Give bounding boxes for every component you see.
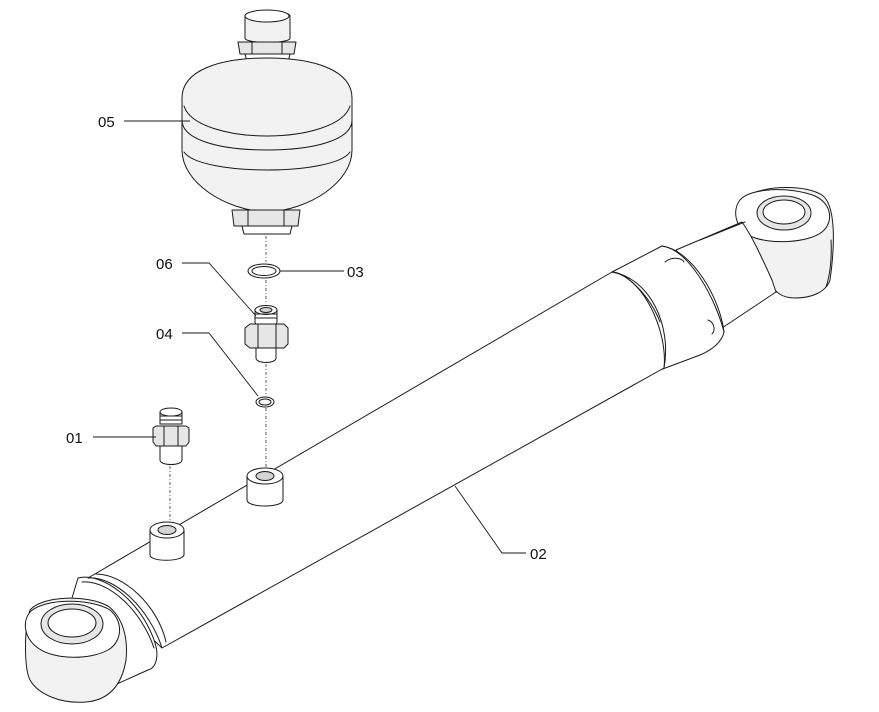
piston-rod — [675, 221, 777, 329]
o-ring-03 — [247, 263, 281, 279]
adapter-06 — [244, 305, 289, 363]
o-ring-04 — [255, 396, 275, 408]
cylinder-barrel — [87, 271, 667, 649]
callout-labels: 05 06 03 04 01 02 — [66, 114, 547, 563]
hydraulic-cylinder — [24, 187, 834, 703]
callout-04: 04 — [156, 326, 173, 343]
rear-clevis-eye — [24, 597, 127, 703]
fitting-01 — [152, 407, 190, 465]
gland-collar — [611, 245, 725, 371]
callout-02: 02 — [530, 546, 547, 563]
leader-lines — [93, 120, 526, 554]
callout-06: 06 — [156, 256, 173, 273]
assembly-axis-lines — [169, 236, 267, 522]
port-boss-left — [149, 521, 185, 561]
port-boss-right — [246, 467, 284, 507]
callout-01: 01 — [66, 430, 83, 447]
accumulator-05 — [181, 9, 353, 235]
callout-03: 03 — [347, 264, 364, 281]
callout-05: 05 — [98, 114, 115, 131]
